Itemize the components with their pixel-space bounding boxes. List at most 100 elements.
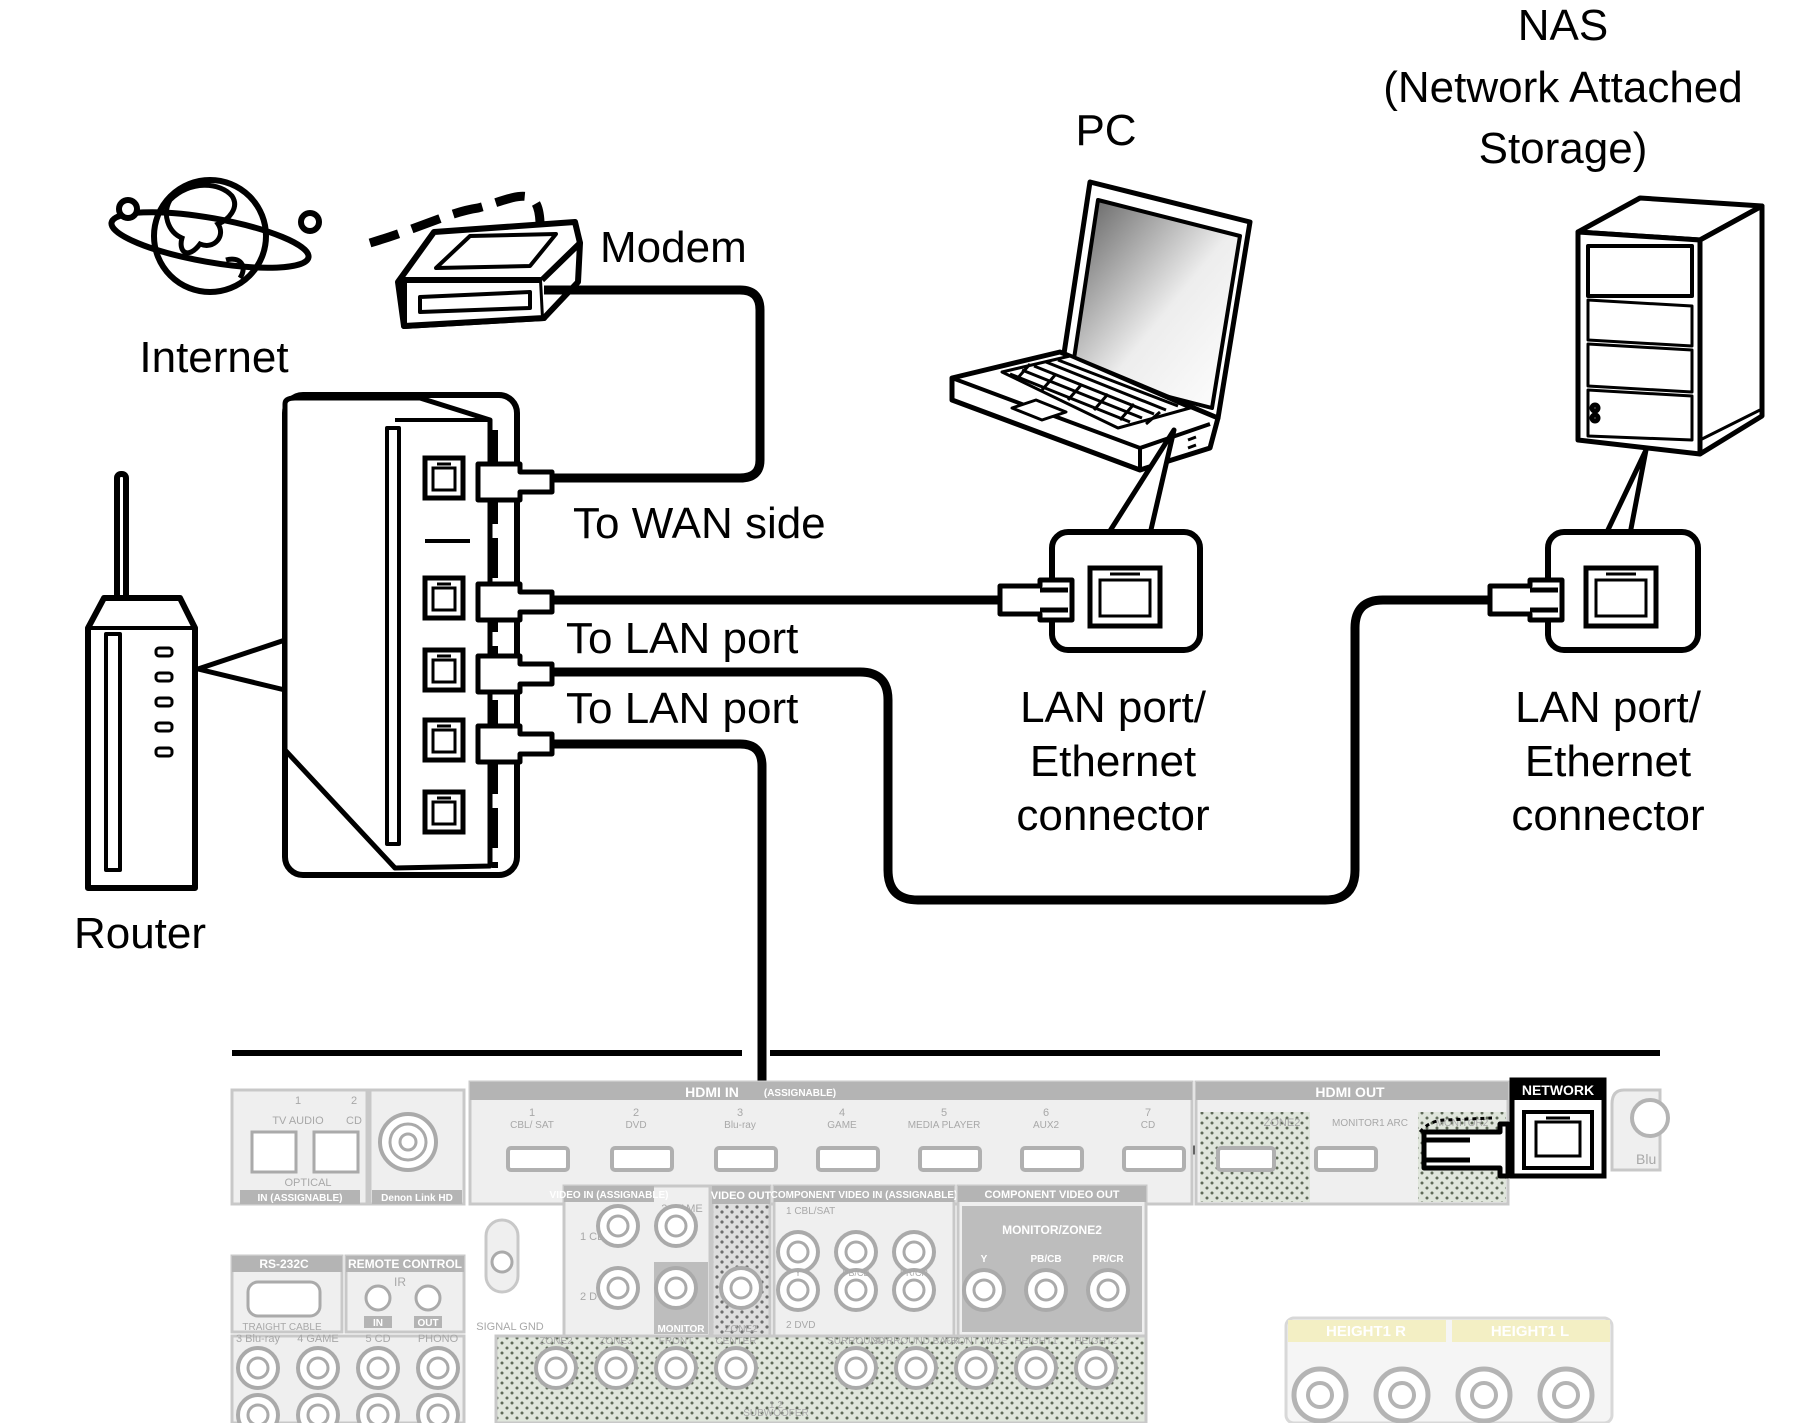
preout-jack xyxy=(714,1346,758,1390)
svg-text:PR/CR: PR/CR xyxy=(1092,1254,1124,1265)
lan-plug-icon xyxy=(997,577,1075,623)
preout-label: SURROUND BACK xyxy=(872,1336,960,1347)
svg-text:1 CBL/SAT: 1 CBL/SAT xyxy=(786,1206,835,1217)
svg-text:SUBWOOFER: SUBWOOFER xyxy=(743,1408,809,1419)
rca-jack xyxy=(596,1266,640,1310)
svg-text:MONITOR1 ARC: MONITOR1 ARC xyxy=(1332,1118,1408,1129)
preout-label: CENTER xyxy=(715,1336,756,1347)
component-label: Y xyxy=(795,1268,801,1278)
preout-jack xyxy=(1014,1346,1058,1390)
rca-jack xyxy=(962,1268,1006,1312)
svg-text:COMPONENT VIDEO OUT: COMPONENT VIDEO OUT xyxy=(984,1189,1119,1201)
pc-lan-label: LAN port/ Ethernet connector xyxy=(1016,683,1209,840)
hdmi-connector xyxy=(816,1146,880,1172)
speaker-terminal xyxy=(1537,1366,1595,1423)
component-label: PR/CR xyxy=(900,1268,929,1278)
svg-text:HEIGHT1 R: HEIGHT1 R xyxy=(1326,1323,1406,1340)
svg-text:OUT: OUT xyxy=(417,1318,438,1329)
svg-text:VIDEO OUT: VIDEO OUT xyxy=(711,1190,772,1202)
svg-text:HEIGHT1 L: HEIGHT1 L xyxy=(1491,1323,1569,1340)
svg-text:1 2: 1 2 xyxy=(769,1400,783,1411)
rj45-port-icon xyxy=(1583,565,1659,629)
svg-text:Y: Y xyxy=(981,1254,988,1265)
hdmi-in-name: CBL/ SAT xyxy=(510,1120,554,1131)
rca-jack xyxy=(356,1393,400,1423)
svg-text:TRAIGHT CABLE: TRAIGHT CABLE xyxy=(242,1322,322,1333)
svg-text:(Network Attached: (Network Attached xyxy=(1383,63,1743,112)
svg-text:Ethernet: Ethernet xyxy=(1525,737,1691,786)
svg-text:2: 2 xyxy=(351,1095,357,1107)
rca-jack xyxy=(1024,1268,1068,1312)
svg-text:2 DVD: 2 DVD xyxy=(786,1320,815,1331)
audio-input-label: 4 GAME xyxy=(297,1333,339,1345)
hdmi-connector xyxy=(714,1146,778,1172)
speaker-terminal xyxy=(1373,1366,1431,1423)
rca-jack xyxy=(834,1230,878,1274)
rca-jack xyxy=(596,1204,640,1248)
preout-jack xyxy=(954,1346,998,1390)
svg-text:PB/CB: PB/CB xyxy=(1030,1254,1061,1265)
svg-text:TV AUDIO: TV AUDIO xyxy=(272,1115,324,1127)
lan-plug-icon xyxy=(475,461,555,765)
preout-label: SURROUND xyxy=(827,1336,885,1347)
hdmi-in-number: 5 xyxy=(941,1107,947,1119)
svg-text:ZONE2: ZONE2 xyxy=(1264,1117,1301,1129)
svg-text:LAN port/: LAN port/ xyxy=(1020,683,1207,732)
svg-text:NAS: NAS xyxy=(1518,1,1608,50)
svg-text:Storage): Storage) xyxy=(1479,124,1648,173)
svg-text:SIGNAL GND: SIGNAL GND xyxy=(476,1321,543,1333)
laptop-icon xyxy=(949,179,1253,473)
hdmi-in-name: AUX2 xyxy=(1033,1120,1060,1131)
rca-jack xyxy=(296,1346,340,1390)
hdmi-in-name: GAME xyxy=(827,1120,857,1131)
rj45-port-icon xyxy=(1087,565,1163,629)
preout-label: HEIGHT2 xyxy=(1074,1336,1118,1347)
svg-text:IR: IR xyxy=(394,1275,406,1289)
svg-text:VIDEO IN (ASSIGNABLE): VIDEO IN (ASSIGNABLE) xyxy=(550,1190,669,1201)
svg-text:MONITOR2: MONITOR2 xyxy=(1436,1118,1489,1129)
svg-text:LAN port/: LAN port/ xyxy=(1515,683,1702,732)
globe-icon xyxy=(108,177,322,295)
preout-jack xyxy=(654,1346,698,1390)
rca-jack xyxy=(236,1346,280,1390)
rca-jack xyxy=(416,1346,460,1390)
preout-label: HEIGHT1 xyxy=(1014,1336,1058,1347)
hdmi-in-number: 7 xyxy=(1145,1107,1151,1119)
wan-cable xyxy=(544,285,765,483)
svg-text:(ASSIGNABLE): (ASSIGNABLE) xyxy=(764,1088,836,1099)
svg-text:IN: IN xyxy=(373,1318,383,1329)
lan-plug-icon xyxy=(1487,577,1565,623)
hdmi-connector xyxy=(1122,1146,1186,1172)
preout-jack xyxy=(1074,1346,1118,1390)
hdmi-in-port: 7CD xyxy=(1122,1107,1186,1172)
preout-label: FRONT WIDE xyxy=(944,1336,1007,1347)
svg-text:Ethernet: Ethernet xyxy=(1030,737,1196,786)
svg-text:HDMI IN: HDMI IN xyxy=(685,1084,739,1100)
hdmi-in-name: Blu-ray xyxy=(724,1120,756,1131)
lan-port-label-2: To LAN port xyxy=(566,684,798,733)
audio-input-label: 5 CD xyxy=(365,1333,390,1345)
hdmi-in-number: 4 xyxy=(839,1107,845,1119)
svg-text:HDMI OUT: HDMI OUT xyxy=(1315,1084,1385,1100)
nas-lan-label: LAN port/ Ethernet connector xyxy=(1511,683,1704,840)
hdmi-connector xyxy=(506,1146,570,1172)
speaker-terminal xyxy=(1455,1366,1513,1423)
internet-label: Internet xyxy=(139,333,288,382)
hdmi-in-name: MEDIA PLAYER xyxy=(908,1120,981,1131)
preout-label: ZONE2 xyxy=(539,1336,573,1347)
svg-text:OPTICAL: OPTICAL xyxy=(284,1177,331,1189)
svg-text:connector: connector xyxy=(1511,791,1704,840)
hdmi-in-name: DVD xyxy=(625,1120,646,1131)
router-icon xyxy=(85,471,198,891)
preout-label: ZONE3 xyxy=(599,1336,633,1347)
svg-text:NETWORK: NETWORK xyxy=(1522,1082,1594,1098)
hdmi-in-number: 1 xyxy=(529,1107,535,1119)
hdmi-connector xyxy=(918,1146,982,1172)
rca-jack xyxy=(719,1266,763,1310)
svg-text:CD: CD xyxy=(346,1115,362,1127)
hdmi-in-number: 6 xyxy=(1043,1107,1049,1119)
